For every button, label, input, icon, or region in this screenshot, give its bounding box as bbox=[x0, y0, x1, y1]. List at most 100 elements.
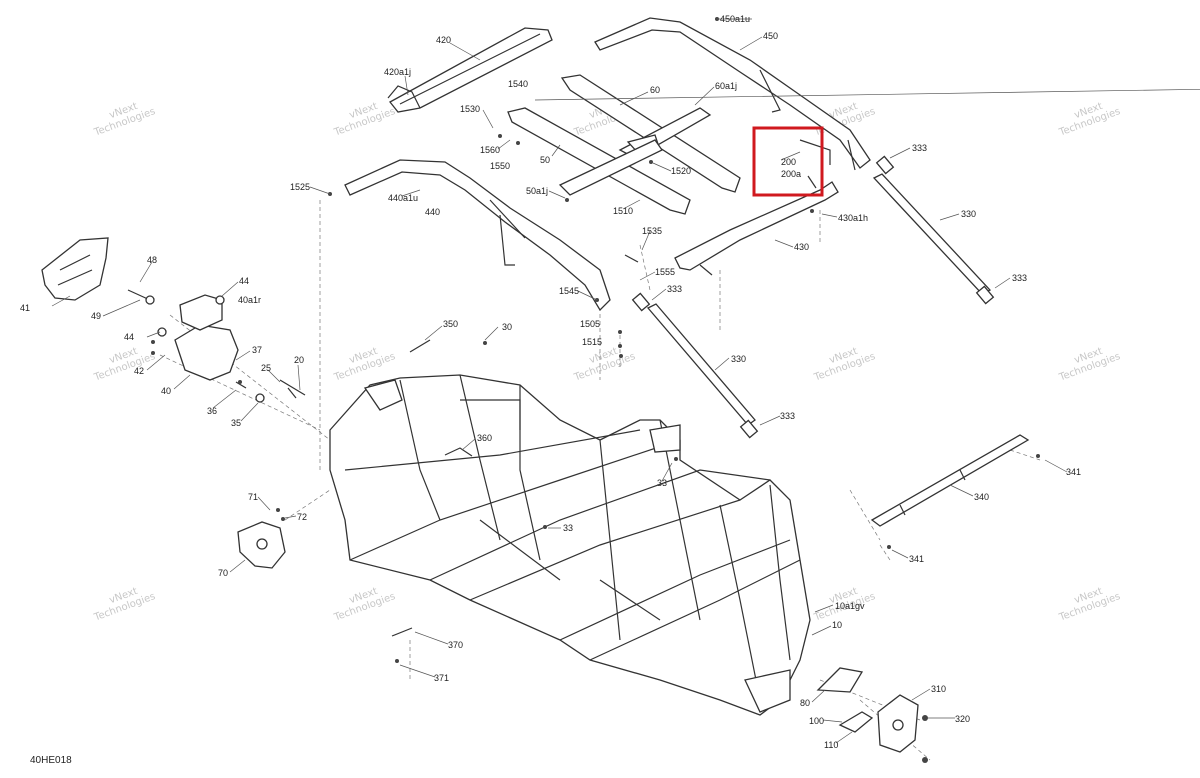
label-320: 320 bbox=[955, 714, 970, 724]
label-10a1gv: 10a1gv bbox=[835, 601, 865, 611]
label-200a: 200a bbox=[781, 169, 801, 179]
label-370: 370 bbox=[448, 640, 463, 650]
part-200-rear-roof-part bbox=[799, 139, 831, 189]
part-20-25-pin-set bbox=[235, 379, 306, 403]
part-41-skid-plate bbox=[41, 237, 109, 301]
label-10: 10 bbox=[832, 620, 842, 630]
label-340: 340 bbox=[974, 492, 989, 502]
part-340-side-bar bbox=[870, 434, 1030, 527]
label-71: 71 bbox=[248, 492, 258, 502]
part-70-mount-bracket bbox=[237, 521, 286, 569]
label-330-lower: 330 bbox=[731, 354, 746, 364]
label-333-middle: 333 bbox=[667, 284, 682, 294]
label-310: 310 bbox=[931, 684, 946, 694]
label-330-upper: 330 bbox=[961, 209, 976, 219]
label-1525: 1525 bbox=[290, 182, 310, 192]
label-1540: 1540 bbox=[508, 79, 528, 89]
label-341-upper: 341 bbox=[1066, 467, 1081, 477]
label-440: 440 bbox=[425, 207, 440, 217]
label-60: 60 bbox=[650, 85, 660, 95]
part-80-100-mount-plates bbox=[816, 667, 874, 733]
part-420-front-cross-bar bbox=[387, 27, 553, 113]
part-330-upper-support-tube bbox=[872, 155, 995, 305]
label-360: 360 bbox=[477, 433, 492, 443]
label-48: 48 bbox=[147, 255, 157, 265]
label-36: 36 bbox=[207, 406, 217, 416]
diagram-code: 40HE018 bbox=[30, 755, 72, 766]
label-371: 371 bbox=[434, 673, 449, 683]
label-430a1h: 430a1h bbox=[838, 213, 868, 223]
label-33-lower: 33 bbox=[563, 523, 573, 533]
label-49: 49 bbox=[91, 311, 101, 321]
label-333-upper: 333 bbox=[912, 143, 927, 153]
label-1510: 1510 bbox=[613, 206, 633, 216]
label-1505: 1505 bbox=[580, 319, 600, 329]
label-440a1u: 440a1u bbox=[388, 193, 418, 203]
label-450a1u: 450a1u bbox=[720, 14, 750, 24]
label-40: 40 bbox=[161, 386, 171, 396]
label-42: 42 bbox=[134, 366, 144, 376]
part-350-clip bbox=[409, 339, 431, 353]
label-1555: 1555 bbox=[655, 267, 675, 277]
part-40-bracket-assembly bbox=[127, 289, 239, 381]
label-420a1j: 420a1j bbox=[384, 67, 411, 77]
part-310-engine-mount bbox=[877, 694, 919, 753]
label-1515: 1515 bbox=[582, 337, 602, 347]
label-430: 430 bbox=[794, 242, 809, 252]
label-30: 30 bbox=[502, 322, 512, 332]
label-37: 37 bbox=[252, 345, 262, 355]
label-1560: 1560 bbox=[480, 145, 500, 155]
label-350: 350 bbox=[443, 319, 458, 329]
part-370-bracket bbox=[391, 627, 413, 637]
label-1530: 1530 bbox=[460, 104, 480, 114]
label-100: 100 bbox=[809, 716, 824, 726]
label-50a1j: 50a1j bbox=[526, 186, 548, 196]
highlight-box-part-200 bbox=[752, 126, 824, 197]
label-60a1j: 60a1j bbox=[715, 81, 737, 91]
label-70: 70 bbox=[218, 568, 228, 578]
label-333-right: 333 bbox=[1012, 273, 1027, 283]
label-1520: 1520 bbox=[671, 166, 691, 176]
label-33-upper: 33 bbox=[657, 478, 667, 488]
label-80: 80 bbox=[800, 698, 810, 708]
part-labels: 420 420a1j 450a1u 450 1540 60 60a1j 1530… bbox=[20, 14, 1081, 750]
label-50: 50 bbox=[540, 155, 550, 165]
label-41: 41 bbox=[20, 303, 30, 313]
part-360-clip bbox=[444, 447, 473, 457]
part-330-lower-support-tube bbox=[631, 292, 759, 439]
label-1550: 1550 bbox=[490, 161, 510, 171]
label-1545: 1545 bbox=[559, 286, 579, 296]
leader-lines bbox=[51, 18, 1200, 744]
label-333-lower: 333 bbox=[780, 411, 795, 421]
label-110: 110 bbox=[824, 740, 838, 750]
fastener-dots bbox=[151, 17, 1040, 763]
label-200: 200 bbox=[781, 157, 796, 167]
label-44-lower: 44 bbox=[124, 332, 134, 342]
label-35: 35 bbox=[231, 418, 241, 428]
label-420: 420 bbox=[436, 35, 451, 45]
main-chassis-frame bbox=[329, 374, 811, 716]
label-25: 25 bbox=[261, 363, 271, 373]
label-40a1r: 40a1r bbox=[238, 295, 261, 305]
part-50-front-roof-brace bbox=[507, 107, 691, 215]
label-341-lower: 341 bbox=[909, 554, 924, 564]
label-450: 450 bbox=[763, 31, 778, 41]
part-450-rear-upper-hoop bbox=[594, 17, 871, 171]
label-72: 72 bbox=[297, 512, 307, 522]
part-440-front-upper-hoop bbox=[344, 159, 611, 312]
part-430-rear-cross-tube bbox=[674, 181, 839, 276]
part-1535-clip bbox=[624, 254, 639, 263]
label-44-upper: 44 bbox=[239, 276, 249, 286]
